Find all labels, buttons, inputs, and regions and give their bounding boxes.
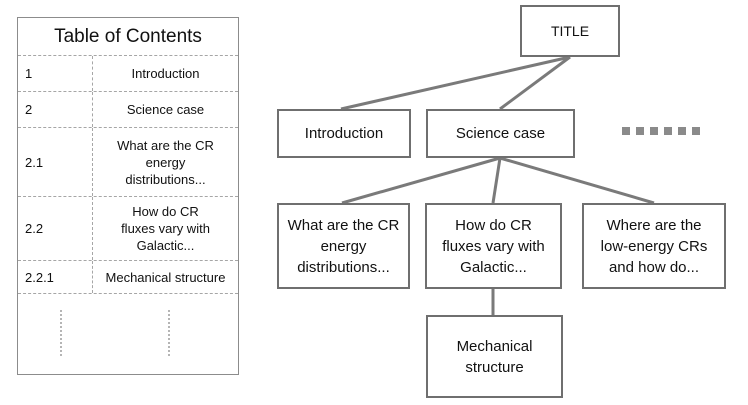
node-cr-fluxes-vary[interactable]: How do CR fluxes vary with Galactic...: [425, 203, 562, 289]
toc-entry: Mechanical structure: [105, 269, 226, 285]
toc-entry: Science case: [126, 102, 205, 117]
toc-number: 2.2.1: [25, 269, 54, 285]
table-of-contents: Table of Contents 1 Introduction 2 Scien…: [17, 17, 239, 375]
node-mechanical-structure[interactable]: Mechanical structure: [426, 315, 563, 398]
connector-title-introduction: [340, 55, 571, 111]
toc-row[interactable]: 2.1 What are the CR energy distributions…: [18, 128, 238, 197]
toc-entry: How do CR fluxes vary with Galactic...: [121, 204, 210, 253]
ellipsis-dot: [678, 127, 686, 135]
ellipsis-dot: [622, 127, 630, 135]
node-science-case[interactable]: Science case: [426, 109, 575, 158]
node-introduction[interactable]: Introduction: [277, 109, 411, 158]
ellipsis-dot: [664, 127, 672, 135]
connector-science-what: [341, 156, 501, 205]
toc-row[interactable]: 2 Science case: [18, 92, 238, 128]
ellipsis-dot: [692, 127, 700, 135]
toc-number: 2.2: [25, 221, 44, 236]
toc-continuation-dots: [60, 310, 62, 356]
toc-continuation-dots: [168, 310, 170, 356]
toc-row[interactable]: 1 Introduction: [18, 56, 238, 92]
toc-row[interactable]: 2.2.1 Mechanical structure: [18, 261, 238, 294]
toc-column-divider: [92, 261, 93, 293]
node-title[interactable]: TITLE: [520, 5, 620, 57]
toc-title: Table of Contents: [18, 18, 238, 56]
connector-science-where: [499, 156, 655, 205]
toc-column-divider: [92, 197, 93, 260]
toc-number: 1: [25, 66, 33, 81]
toc-column-divider: [92, 128, 93, 196]
node-low-energy-crs[interactable]: Where are the low-energy CRs and how do.…: [582, 203, 726, 289]
toc-number: 2.1: [25, 154, 44, 170]
toc-row[interactable]: 2.2 How do CR fluxes vary with Galactic.…: [18, 197, 238, 261]
connector-science-how: [491, 157, 502, 204]
toc-column-divider: [92, 92, 93, 127]
ellipsis-dot: [650, 127, 658, 135]
ellipsis-dot: [636, 127, 644, 135]
toc-column-divider: [92, 56, 93, 91]
toc-number: 2: [25, 102, 33, 117]
node-cr-energy-distributions[interactable]: What are the CR energy distributions...: [277, 203, 410, 289]
toc-entry: What are the CR energy distributions...: [117, 137, 214, 187]
toc-entry: Introduction: [131, 66, 200, 81]
connector-title-science-case: [499, 55, 571, 111]
